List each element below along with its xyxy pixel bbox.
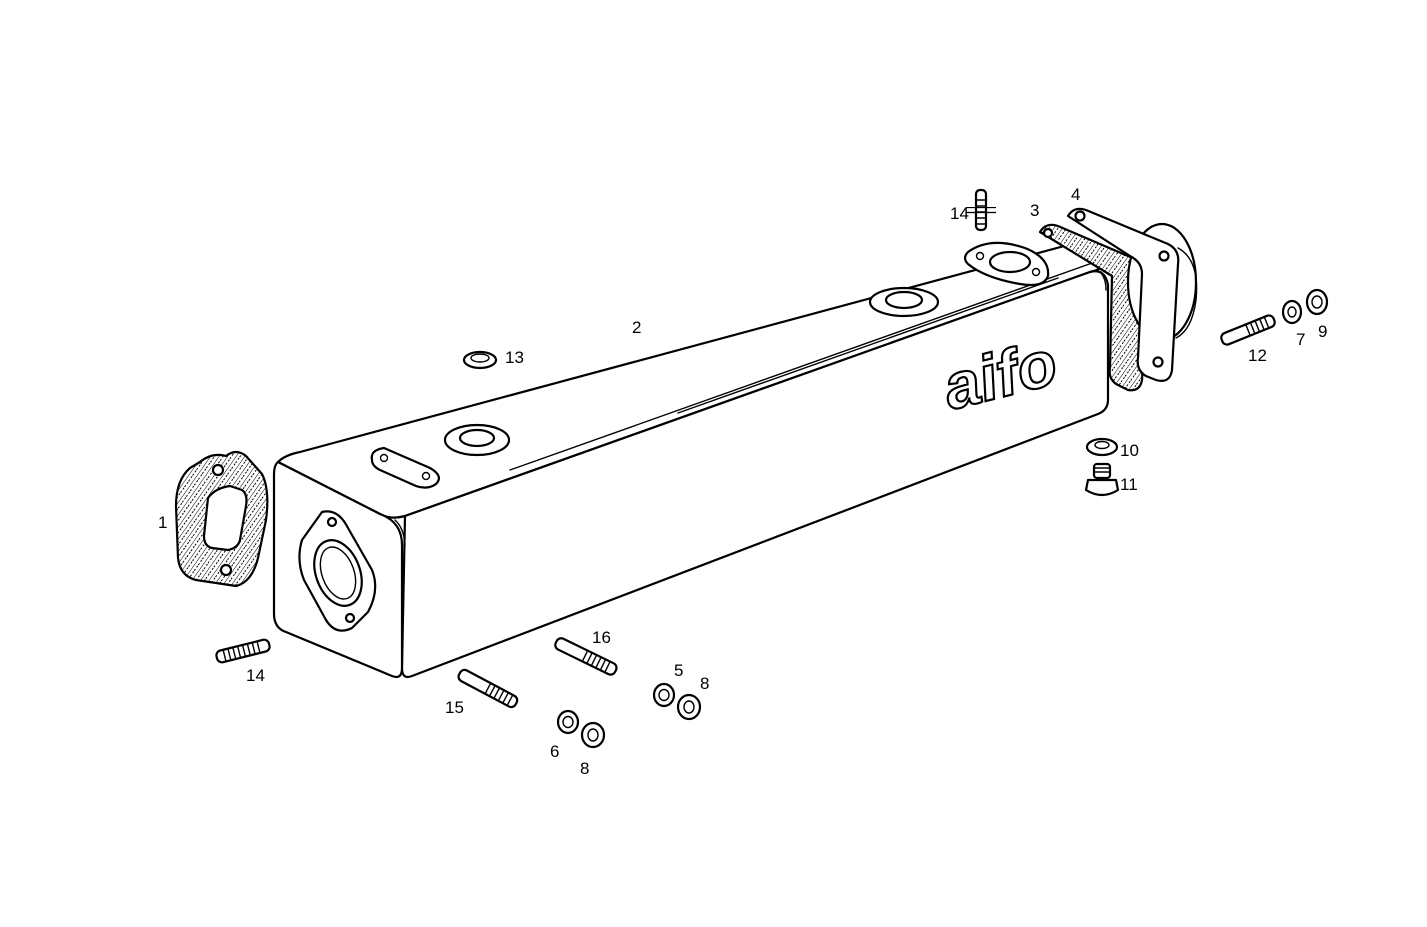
top-port-rear bbox=[868, 286, 940, 318]
callout-14-bottom: 14 bbox=[246, 666, 265, 685]
callout-10: 10 bbox=[1120, 441, 1139, 460]
stud-left bbox=[215, 638, 271, 664]
callout-16: 16 bbox=[592, 628, 611, 647]
callout-8-upper: 8 bbox=[700, 674, 709, 693]
nut-9 bbox=[1305, 288, 1329, 316]
callout-2: 2 bbox=[632, 318, 641, 337]
callout-12: 12 bbox=[1248, 346, 1267, 365]
stud-top bbox=[966, 188, 996, 232]
washer-7 bbox=[1281, 299, 1303, 325]
front-flange bbox=[298, 510, 377, 632]
callout-8-lower: 8 bbox=[580, 759, 589, 778]
top-port-front bbox=[443, 423, 511, 457]
plug-11 bbox=[1084, 462, 1120, 497]
callout-7: 7 bbox=[1296, 330, 1305, 349]
callout-5: 5 bbox=[674, 661, 683, 680]
top-oval-flange bbox=[963, 241, 1050, 287]
callout-15: 15 bbox=[445, 698, 464, 717]
callout-14-top: 14 bbox=[950, 204, 969, 223]
callout-4: 4 bbox=[1071, 185, 1080, 204]
washer-5 bbox=[652, 682, 676, 708]
stud-16 bbox=[554, 637, 618, 676]
stud-12 bbox=[1220, 314, 1276, 346]
washer-6 bbox=[556, 709, 580, 735]
callout-6: 6 bbox=[550, 742, 559, 761]
rear-flange-cover bbox=[1066, 207, 1198, 382]
front-gasket bbox=[174, 450, 269, 588]
callout-9: 9 bbox=[1318, 322, 1327, 341]
callout-3: 3 bbox=[1030, 201, 1039, 220]
nut-8-lower bbox=[580, 721, 606, 749]
top-slot-plate bbox=[370, 446, 440, 489]
stud-15 bbox=[457, 668, 519, 709]
washer-10 bbox=[1085, 437, 1119, 457]
callout-11: 11 bbox=[1120, 475, 1138, 494]
callout-1: 1 bbox=[158, 513, 167, 532]
callout-13: 13 bbox=[505, 348, 524, 367]
washer-13 bbox=[462, 350, 498, 370]
nut-8-upper bbox=[676, 693, 702, 721]
